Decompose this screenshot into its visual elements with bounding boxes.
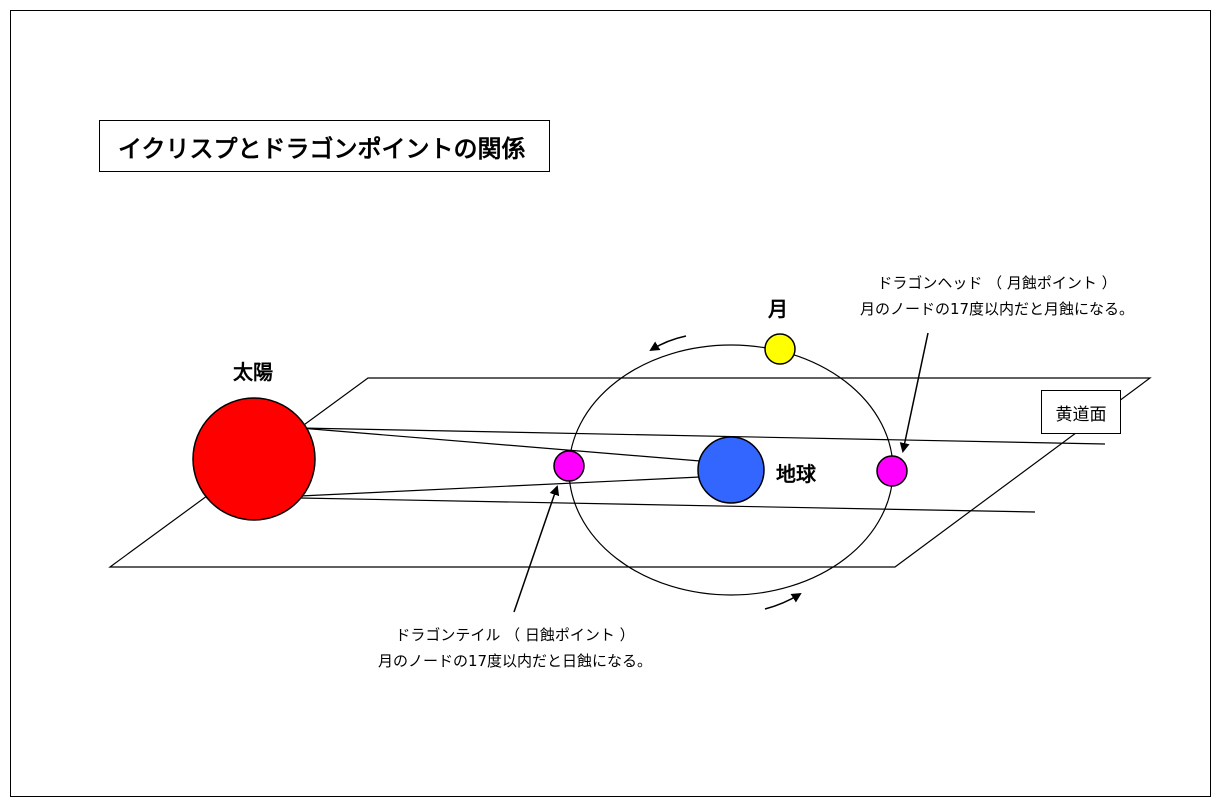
sun-earth-line-upper	[299, 427, 701, 462]
sun-line-lower	[299, 497, 1036, 513]
dragon-tail-node	[553, 450, 585, 482]
ecliptic-plane-label: 黄道面	[1041, 390, 1121, 434]
dragon-head-description: 月のノードの17度以内だと月蝕になる。	[859, 300, 1135, 318]
dragon-head-note: ドラゴンヘッド （ 月蝕ポイント ） 月のノードの17度以内だと月蝕になる。	[836, 270, 1158, 322]
sun-label: 太陽	[233, 360, 273, 384]
dragon-tail-title: ドラゴンテイル （ 日蝕ポイント ）	[395, 626, 635, 644]
earth-label: 地球	[776, 462, 816, 486]
dragon-tail-note: ドラゴンテイル （ 日蝕ポイント ） 月のノードの17度以内だと日蝕になる。	[354, 622, 676, 674]
orbit-direction-arrow-top	[649, 335, 687, 352]
earth	[697, 436, 765, 504]
orbit-direction-arrow-bottom	[764, 592, 802, 610]
dragon-head-title: ドラゴンヘッド （ 月蝕ポイント ）	[877, 274, 1117, 292]
sun-earth-line-lower	[299, 476, 701, 497]
dragon-head-node	[876, 455, 908, 487]
dragon-tail-description: 月のノードの17度以内だと日蝕になる。	[377, 652, 653, 670]
dragon-tail-pointer-arrow	[513, 485, 560, 613]
sun	[192, 397, 316, 521]
dragon-head-pointer-arrow	[899, 332, 929, 453]
sun-line-upper	[299, 427, 1106, 445]
ecliptic-plane	[108, 377, 1152, 568]
diagram-frame	[10, 10, 1211, 797]
moon-label: 月	[768, 297, 788, 321]
diagram-title: イクリスプとドラゴンポイントの関係	[99, 120, 550, 172]
moon	[764, 333, 796, 365]
